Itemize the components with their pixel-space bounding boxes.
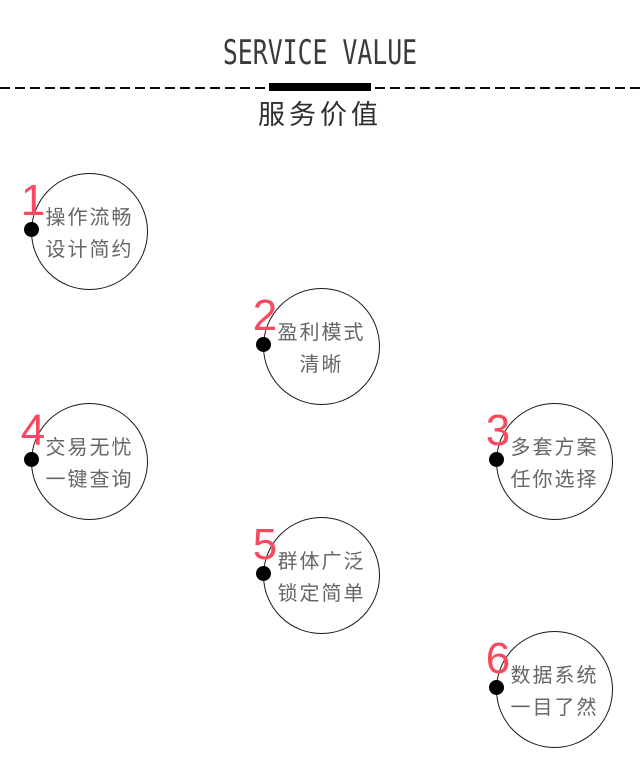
bullet-dot (256, 336, 271, 352)
item-circle: 数据系统 一目了然 (496, 631, 613, 748)
item-text-line: 一目了然 (510, 697, 599, 719)
item-text-line: 交易无忧 (45, 437, 134, 459)
item-number: 2 (252, 291, 278, 340)
item-number: 6 (485, 634, 511, 683)
bullet-dot (24, 451, 39, 467)
item-text-line: 任你选择 (510, 469, 599, 491)
service-item-6: 6 数据系统 一目了然 (486, 631, 613, 748)
item-circle: 操作流畅 设计简约 (31, 173, 148, 290)
item-text-line: 操作流畅 (45, 207, 134, 229)
service-item-2: 2 盈利模式 清晰 (253, 288, 380, 405)
page-title: SERVICE VALUE (222, 33, 418, 73)
bullet-dot (489, 451, 504, 467)
bullet-dot (489, 679, 504, 695)
item-circle: 多套方案 任你选择 (496, 403, 613, 520)
item-text-line: 多套方案 (510, 437, 599, 459)
item-circle: 群体广泛 锁定简单 (263, 517, 380, 634)
item-number: 5 (252, 520, 278, 569)
page-subtitle: 服务价值 (258, 100, 382, 130)
service-item-3: 3 多套方案 任你选择 (486, 403, 613, 520)
item-text-line: 设计简约 (45, 239, 134, 261)
item-text-line: 一键查询 (45, 469, 134, 491)
bullet-dot (24, 221, 39, 237)
item-circle: 盈利模式 清晰 (263, 288, 380, 405)
service-item-5: 5 群体广泛 锁定简单 (253, 517, 380, 634)
item-text-line: 盈利模式 (277, 322, 366, 344)
item-number: 3 (485, 406, 511, 455)
item-number: 1 (20, 176, 46, 225)
item-text-line: 锁定简单 (277, 583, 366, 605)
item-text-line: 群体广泛 (277, 551, 366, 573)
item-number: 4 (20, 406, 46, 455)
item-text-line: 清晰 (299, 354, 344, 376)
service-item-1: 1 操作流畅 设计简约 (21, 173, 148, 290)
item-circle: 交易无忧 一键查询 (31, 403, 148, 520)
service-item-4: 4 交易无忧 一键查询 (21, 403, 148, 520)
bullet-dot (256, 565, 271, 581)
item-text-line: 数据系统 (510, 665, 599, 687)
divider-accent-bar (269, 83, 371, 91)
